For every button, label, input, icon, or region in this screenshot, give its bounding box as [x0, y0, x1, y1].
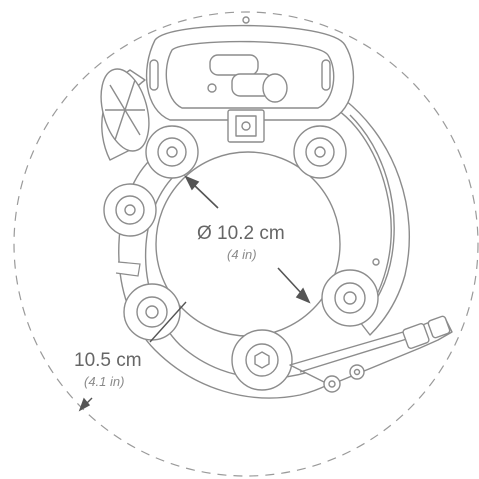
center-clamp-face	[235, 115, 257, 137]
diameter-arrow	[184, 175, 311, 304]
knob-top	[209, 54, 259, 76]
diameter-label-imperial: (4 in)	[227, 247, 257, 262]
device-outline	[100, 16, 411, 399]
top-handle-inner	[165, 40, 335, 109]
knob-right	[262, 73, 288, 103]
slot-right	[321, 59, 331, 91]
left-arm-spokes	[105, 79, 145, 141]
wheel-left	[103, 183, 157, 237]
inner-aperture	[155, 151, 341, 337]
outer-dashed-circle	[13, 11, 479, 477]
wheels	[103, 125, 379, 391]
screw-small	[207, 83, 217, 93]
crescent-dot	[372, 258, 380, 266]
ring-notch	[115, 261, 141, 277]
radius-leader	[78, 301, 187, 412]
diameter-label: Ø 10.2 cm	[197, 223, 285, 244]
handle-hole	[242, 16, 250, 24]
wheel-bottom	[231, 329, 293, 391]
slot-left	[149, 59, 159, 91]
wheel-right	[321, 269, 379, 327]
bottom-right-arm	[289, 315, 453, 393]
radius-label-imperial: (4.1 in)	[84, 374, 125, 389]
wheel-bottom-left	[123, 283, 181, 341]
radius-label: 10.5 cm	[74, 350, 142, 371]
wheel-top-left	[145, 125, 199, 179]
center-clamp-screw	[241, 121, 251, 131]
wheel-top-right	[293, 125, 347, 179]
